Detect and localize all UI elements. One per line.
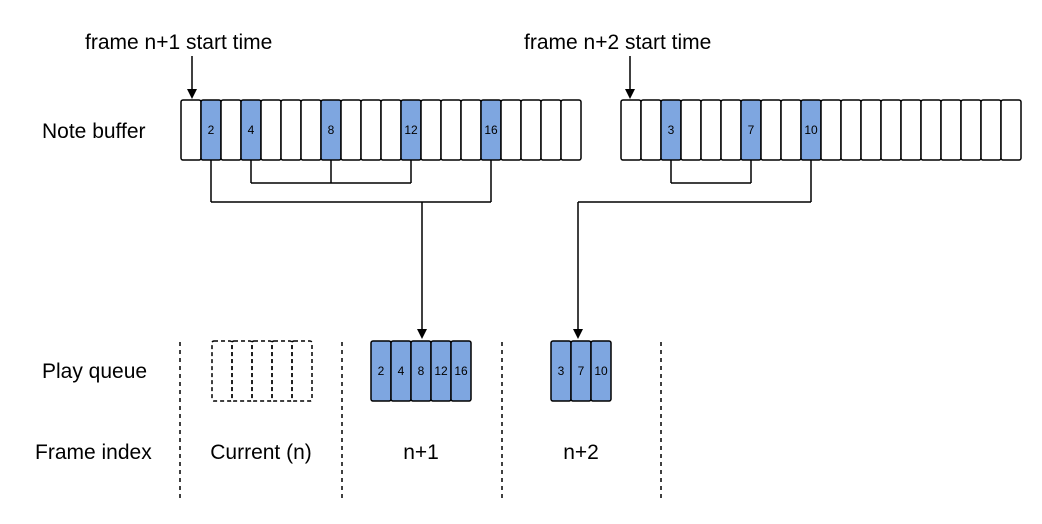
queue-note-label: 16 bbox=[454, 364, 468, 378]
buffer-empty-cell bbox=[880, 99, 902, 161]
buffer-empty-cell bbox=[220, 99, 242, 161]
buffer-empty-cell bbox=[340, 99, 362, 161]
connector-right bbox=[578, 160, 812, 203]
buffer-empty-cell bbox=[440, 99, 462, 161]
buffer-note-label: 7 bbox=[748, 123, 755, 137]
buffer-empty-cell bbox=[620, 99, 642, 161]
frame-separators bbox=[179, 342, 662, 500]
buffer-empty-cell bbox=[520, 99, 542, 161]
buffer-empty-cell bbox=[300, 99, 322, 161]
buffer-empty-cell bbox=[640, 99, 662, 161]
buffer-note-label: 8 bbox=[328, 123, 335, 137]
buffer-empty-cell bbox=[360, 99, 382, 161]
buffer-empty-cell bbox=[860, 99, 882, 161]
buffer-note-label: 10 bbox=[804, 123, 818, 137]
buffer-empty-cell bbox=[260, 99, 282, 161]
buffer-empty-cell bbox=[380, 99, 402, 161]
buffer-empty-cell bbox=[820, 99, 842, 161]
frame-index-n1: n+1 bbox=[403, 441, 439, 464]
note-buffer-right: 3 7 10 bbox=[620, 99, 1022, 161]
buffer-empty-cell bbox=[460, 99, 482, 161]
buffer-empty-cell bbox=[1000, 99, 1022, 161]
note-buffer-label: Note buffer bbox=[42, 120, 146, 143]
buffer-empty-cell bbox=[760, 99, 782, 161]
buffer-empty-cell bbox=[180, 99, 202, 161]
queue-empty-slot bbox=[291, 340, 313, 402]
play-queue-label: Play queue bbox=[42, 360, 147, 383]
queue-note-label: 7 bbox=[578, 364, 585, 378]
queue-note-label: 10 bbox=[594, 364, 608, 378]
queue-empty-slot bbox=[271, 340, 293, 402]
buffer-empty-cell bbox=[920, 99, 942, 161]
buffer-note-label: 3 bbox=[668, 123, 675, 137]
queue-empty-slot bbox=[251, 340, 273, 402]
buffer-empty-cell bbox=[780, 99, 802, 161]
queue-note-label: 12 bbox=[434, 364, 448, 378]
buffer-empty-cell bbox=[940, 99, 962, 161]
buffer-empty-cell bbox=[900, 99, 922, 161]
queue-empty-slot bbox=[211, 340, 233, 402]
buffer-empty-cell bbox=[680, 99, 702, 161]
frame-index-label: Frame index bbox=[35, 441, 152, 464]
queue-note-label: 4 bbox=[398, 364, 405, 378]
buffer-empty-cell bbox=[700, 99, 722, 161]
buffer-empty-cell bbox=[280, 99, 302, 161]
buffer-empty-cell bbox=[420, 99, 442, 161]
buffer-empty-cell bbox=[720, 99, 742, 161]
queue-note-cell bbox=[450, 340, 472, 402]
buffer-empty-cell bbox=[840, 99, 862, 161]
play-queue-current bbox=[211, 340, 313, 402]
buffer-empty-cell bbox=[540, 99, 562, 161]
frame-n1-start-label: frame n+1 start time bbox=[85, 31, 272, 54]
buffer-empty-cell bbox=[960, 99, 982, 161]
queue-note-label: 3 bbox=[558, 364, 565, 378]
queue-note-label: 2 bbox=[378, 364, 385, 378]
note-buffer-left: 2 4 8 12 16 bbox=[180, 99, 582, 161]
frame-index-n2: n+2 bbox=[563, 441, 599, 464]
buffer-note-label: 4 bbox=[248, 123, 255, 137]
queue-empty-slot bbox=[231, 340, 253, 402]
frame-index-current: Current (n) bbox=[210, 441, 312, 464]
frame-n2-start-label: frame n+2 start time bbox=[524, 31, 711, 54]
buffer-note-label: 16 bbox=[484, 123, 498, 137]
buffer-note-label: 2 bbox=[208, 123, 215, 137]
buffer-empty-cell bbox=[560, 99, 582, 161]
queue-note-label: 8 bbox=[418, 364, 425, 378]
buffer-empty-cell bbox=[980, 99, 1002, 161]
buffer-empty-cell bbox=[500, 99, 522, 161]
connector-left bbox=[210, 160, 492, 203]
queue-note-cell bbox=[590, 340, 612, 402]
buffer-note-label: 12 bbox=[404, 123, 418, 137]
